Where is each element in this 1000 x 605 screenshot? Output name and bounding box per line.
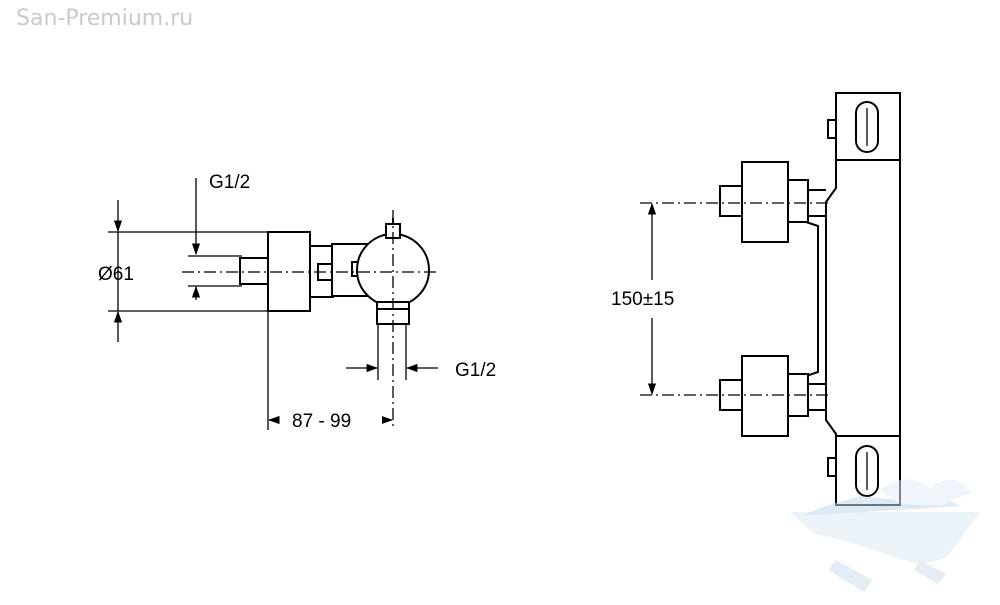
- spacing-label: 150±15: [611, 289, 674, 310]
- diameter-label: Ø61: [98, 264, 134, 285]
- top-stud: [827, 119, 837, 139]
- lower-inlet-nut: [741, 355, 789, 437]
- side-view: Ø61 G1/2: [98, 172, 496, 432]
- main-body: [825, 92, 901, 506]
- inlet-thread-label: G1/2: [209, 172, 250, 193]
- bathtub-logo-icon: [790, 479, 980, 592]
- spacing-label-bg: [604, 284, 700, 312]
- inlet-nipple: [239, 257, 271, 285]
- watermark-text: San-Premium.ru: [16, 6, 194, 31]
- depth-label: 87 - 99: [292, 411, 351, 432]
- upper-inlet-nut: [741, 161, 789, 243]
- depth-label-bg: [282, 406, 382, 430]
- front-view: 150±15: [604, 92, 901, 506]
- upper-inlet-nipple: [719, 185, 745, 217]
- bottom-stud: [827, 457, 837, 477]
- crossover-pipe: [805, 221, 819, 377]
- outlet-thread-label: G1/2: [455, 360, 496, 381]
- upper-inlet-coupling: [787, 179, 809, 223]
